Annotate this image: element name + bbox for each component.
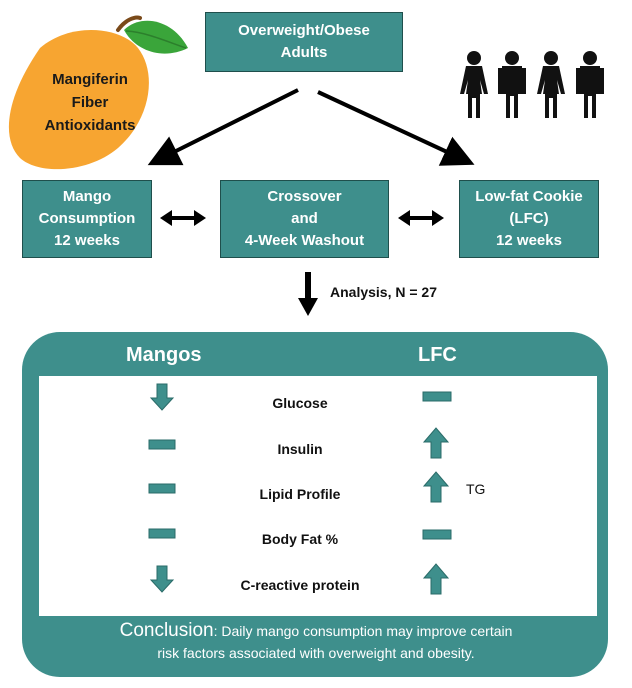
lfc-crp-arrow-up-icon	[422, 563, 450, 595]
analysis-arrow-down-icon	[298, 272, 318, 316]
mangos-header: Mangos	[126, 344, 202, 366]
crossover-line3: 4-Week Washout	[244, 232, 365, 249]
mango-arm-line2: Consumption	[38, 210, 136, 227]
population-line2: Adults	[280, 44, 328, 61]
row-label-glucose: Glucose	[272, 395, 328, 411]
row-label-crp: C-reactive protein	[240, 577, 360, 593]
mango-label-line3: Antioxidants	[44, 117, 136, 134]
mangos-bodyfat-dash-icon	[148, 528, 176, 539]
mango-arm-line1: Mango	[62, 188, 112, 205]
lfc-glucose-dash-icon	[422, 391, 452, 402]
double-arrow-right	[398, 210, 444, 226]
conclusion: Conclusion: Daily mango consumption may …	[66, 620, 566, 664]
arrow-to-mango	[147, 88, 299, 166]
double-arrow-left	[160, 210, 206, 226]
population-line1: Overweight/Obese	[238, 22, 370, 39]
row-label-insulin: Insulin	[277, 441, 323, 457]
lfc-arm-box: Low-fat Cookie (LFC) 12 weeks	[459, 180, 599, 258]
conclusion-text-line1: : Daily mango consumption may improve ce…	[213, 623, 513, 639]
results-table	[39, 376, 597, 616]
mangos-glucose-arrow-down-icon	[149, 383, 175, 411]
lfc-bodyfat-dash-icon	[422, 529, 452, 540]
mango-label-line2: Fiber	[71, 94, 109, 111]
lfc-insulin-arrow-up-icon	[422, 427, 450, 459]
analysis-label: Analysis, N = 27	[330, 284, 438, 300]
row-label-bodyfat: Body Fat %	[261, 531, 339, 547]
crossover-box: Crossover and 4-Week Washout	[220, 180, 389, 258]
mango-label-line1: Mangiferin	[52, 71, 128, 88]
lfc-header: LFC	[418, 344, 457, 366]
lfc-arm-line2: (LFC)	[509, 210, 549, 227]
lfc-arm-line3: 12 weeks	[496, 232, 562, 249]
mango-icon	[8, 15, 188, 170]
crossover-arrows	[160, 210, 444, 316]
crossover-line2: and	[291, 210, 318, 227]
lipid-note: TG	[466, 481, 486, 497]
mangos-crp-arrow-down-icon	[149, 565, 175, 593]
mango-arm-box: Mango Consumption 12 weeks	[22, 180, 152, 258]
crossover-line1: Crossover	[267, 188, 342, 205]
mango-arm-line3: 12 weeks	[54, 232, 120, 249]
mango-nutrients-label: Mangiferin Fiber Antioxidants	[20, 68, 160, 137]
people-icon	[460, 51, 604, 118]
branch-arrows	[147, 88, 475, 166]
arrow-to-lfc	[317, 90, 475, 166]
population-box: Overweight/Obese Adults	[205, 12, 403, 72]
lfc-lipid-arrow-up-icon	[422, 471, 450, 503]
row-label-lipid: Lipid Profile	[259, 486, 341, 502]
mangos-insulin-dash-icon	[148, 439, 176, 450]
mangos-lipid-dash-icon	[148, 483, 176, 494]
conclusion-text-line2: risk factors associated with overweight …	[157, 645, 475, 661]
conclusion-lead: Conclusion	[119, 620, 214, 641]
lfc-arm-line1: Low-fat Cookie	[475, 188, 583, 205]
